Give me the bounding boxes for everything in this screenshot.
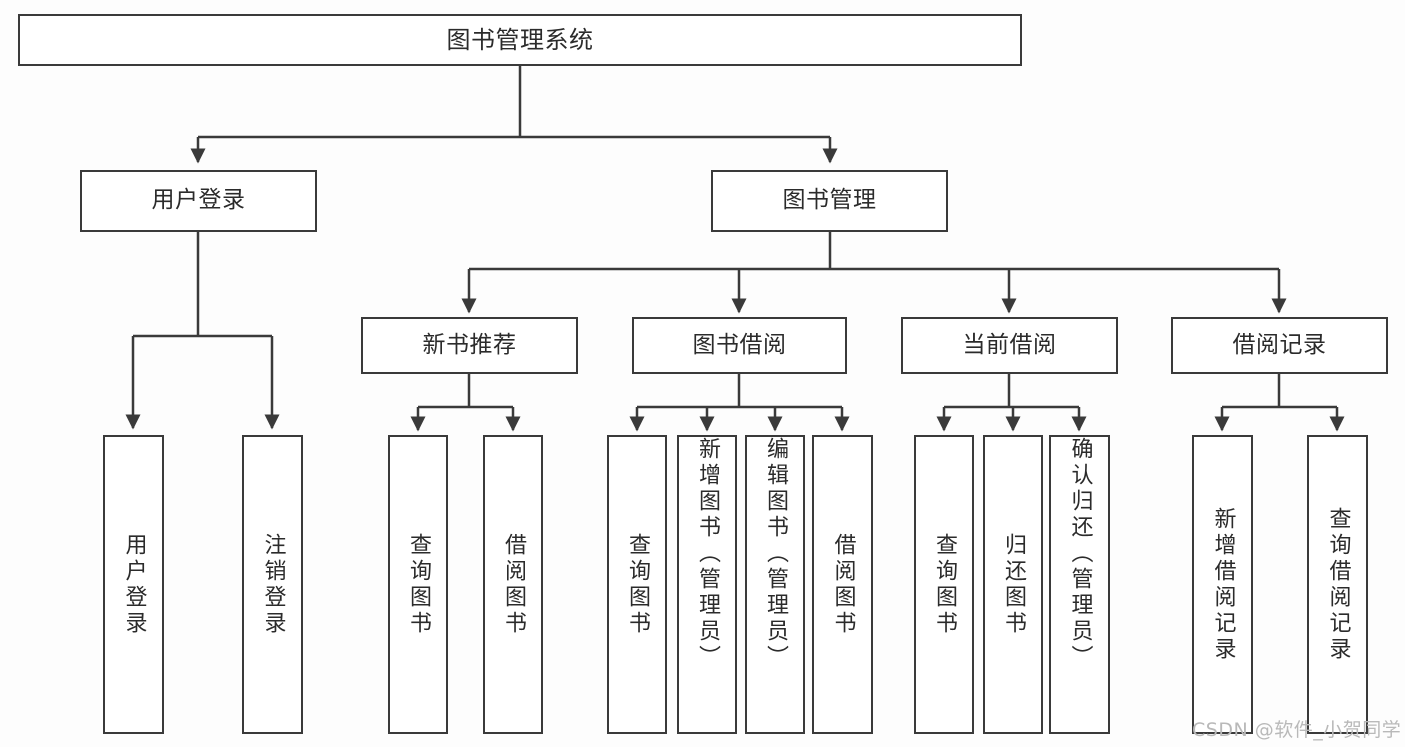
node-label: 图书借阅 — [692, 331, 787, 358]
node-label: 查询图书 — [932, 532, 957, 637]
node-user-login[interactable]: 用户登录 — [80, 170, 317, 232]
node-label: 确认归还（管理员） — [1067, 437, 1093, 671]
leaf-query-book-borrow[interactable]: 查询图书 — [607, 435, 667, 734]
csdn-watermark: CSDN @软件_小贺同学 — [1192, 719, 1402, 741]
leaf-query-book-current[interactable]: 查询图书 — [914, 435, 974, 734]
node-label: 查询借阅记录 — [1325, 506, 1351, 663]
node-book-borrow[interactable]: 图书借阅 — [632, 317, 847, 374]
node-label: 用户登录 — [151, 187, 246, 214]
leaf-user-login[interactable]: 用户登录 — [103, 435, 164, 734]
node-label: 图书管理 — [782, 187, 877, 214]
leaf-logout[interactable]: 注销登录 — [242, 435, 303, 734]
leaf-add-book-admin[interactable]: 新增图书（管理员） — [677, 435, 737, 734]
node-label: 当前借阅 — [962, 331, 1057, 358]
node-label: 注销登录 — [260, 532, 286, 637]
leaf-borrow-book-recommend[interactable]: 借阅图书 — [483, 435, 543, 734]
node-label: 借阅图书 — [501, 532, 526, 637]
node-current-borrow[interactable]: 当前借阅 — [901, 317, 1118, 374]
leaf-borrow-book[interactable]: 借阅图书 — [812, 435, 873, 734]
leaf-query-book-recommend[interactable]: 查询图书 — [388, 435, 448, 734]
node-label: 图书管理系统 — [446, 25, 594, 54]
leaf-confirm-return-admin[interactable]: 确认归还（管理员） — [1049, 435, 1110, 734]
node-label: 用户登录 — [121, 532, 147, 637]
node-label: 编辑图书（管理员） — [763, 437, 788, 671]
node-label: 归还图书 — [1001, 532, 1026, 637]
leaf-edit-book-admin[interactable]: 编辑图书（管理员） — [745, 435, 805, 734]
node-label: 借阅图书 — [830, 532, 856, 637]
node-label: 查询图书 — [406, 532, 431, 637]
node-new-book-recommend[interactable]: 新书推荐 — [361, 317, 578, 374]
node-label: 新增借阅记录 — [1210, 506, 1236, 663]
leaf-query-borrow-record[interactable]: 查询借阅记录 — [1307, 435, 1368, 734]
node-label: 新书推荐 — [422, 331, 517, 358]
node-borrow-records[interactable]: 借阅记录 — [1171, 317, 1388, 374]
node-book-management[interactable]: 图书管理 — [711, 170, 948, 232]
node-label: 新增图书（管理员） — [695, 437, 720, 671]
node-label: 借阅记录 — [1232, 331, 1327, 358]
leaf-return-book[interactable]: 归还图书 — [983, 435, 1043, 734]
leaf-add-borrow-record[interactable]: 新增借阅记录 — [1192, 435, 1253, 734]
node-root-system[interactable]: 图书管理系统 — [18, 14, 1022, 66]
node-label: 查询图书 — [625, 532, 650, 637]
